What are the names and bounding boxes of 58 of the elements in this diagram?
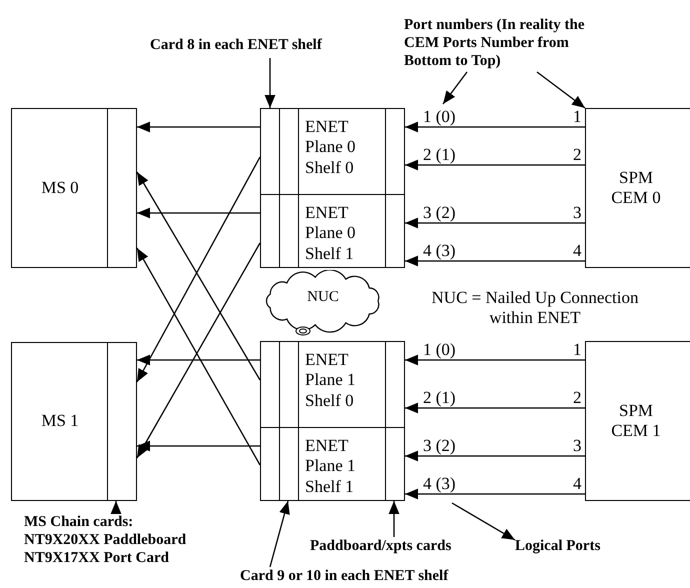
node-label: ENET Plane 1 Shelf 1 [305,436,357,498]
shelf-box [260,194,405,268]
callout-text: Paddboard/xpts cards [310,537,452,555]
arrow [137,122,260,132]
node-label: MS 0 [41,178,79,198]
node-label: ENET Plane 0 Shelf 0 [305,117,357,178]
shelf-box [260,108,405,195]
arrow [405,256,585,266]
arrow [137,208,260,218]
port-number: 3 [573,437,582,454]
module-box [11,342,137,501]
shelf-box [260,427,405,501]
edge-label: 1 (0) [423,108,456,125]
callout-text: Card 9 or 10 in each ENET shelf [240,567,450,585]
port-number: 4 [573,475,582,492]
leader-arrow [110,501,122,514]
leader-arrow [452,502,516,541]
node-label: SPM CEM 0 [610,168,662,208]
leader-arrow [264,58,276,108]
leader-arrow [442,72,468,104]
callout-text: Port numbers (In reality the CEM Ports Number from Bottom to Top) [404,16,586,70]
edge-label: 3 (2) [423,204,456,221]
port-number: 1 [573,341,582,358]
module-box [585,341,690,501]
leader-arrow [269,500,290,568]
callout-text: Logical Ports [515,537,602,555]
edge-label: 4 (3) [423,242,456,259]
edge-label: 2 (1) [423,389,456,406]
port-number: 3 [573,204,582,221]
edge-label: 3 (2) [423,437,456,454]
arrow [405,488,585,500]
shelf-box [260,341,405,428]
node-label: ENET Plane 0 Shelf 1 [305,203,357,264]
arrow [405,402,585,414]
port-number: 1 [573,108,582,125]
callout-text: Card 8 in each ENET shelf [150,36,323,54]
arrow [137,354,260,366]
module-box [11,108,137,268]
leader-arrow [536,71,586,109]
arrow [137,440,260,452]
port-number: 2 [573,146,582,163]
port-number: 4 [573,242,582,259]
edge-label: 4 (3) [423,475,456,492]
note-text: NUC = Nailed Up Connection within ENET [430,288,640,329]
node-label: SPM CEM 1 [610,400,662,442]
node-label: MS 1 [41,411,79,432]
callout-text: MS Chain cards: NT9X20XX Paddleboard NT9X17XX Port Card [24,513,188,567]
arrow [405,218,585,228]
edge-label: 1 (0) [423,341,456,358]
arrow [405,160,585,170]
arrow [405,122,585,132]
node-label: ENET Plane 1 Shelf 0 [305,350,357,412]
module-box [585,108,690,268]
arrow [405,354,585,366]
leader-arrow [388,501,400,537]
node-label: NUC [306,288,340,306]
port-number: 2 [573,389,582,406]
edge-label: 2 (1) [423,146,456,163]
